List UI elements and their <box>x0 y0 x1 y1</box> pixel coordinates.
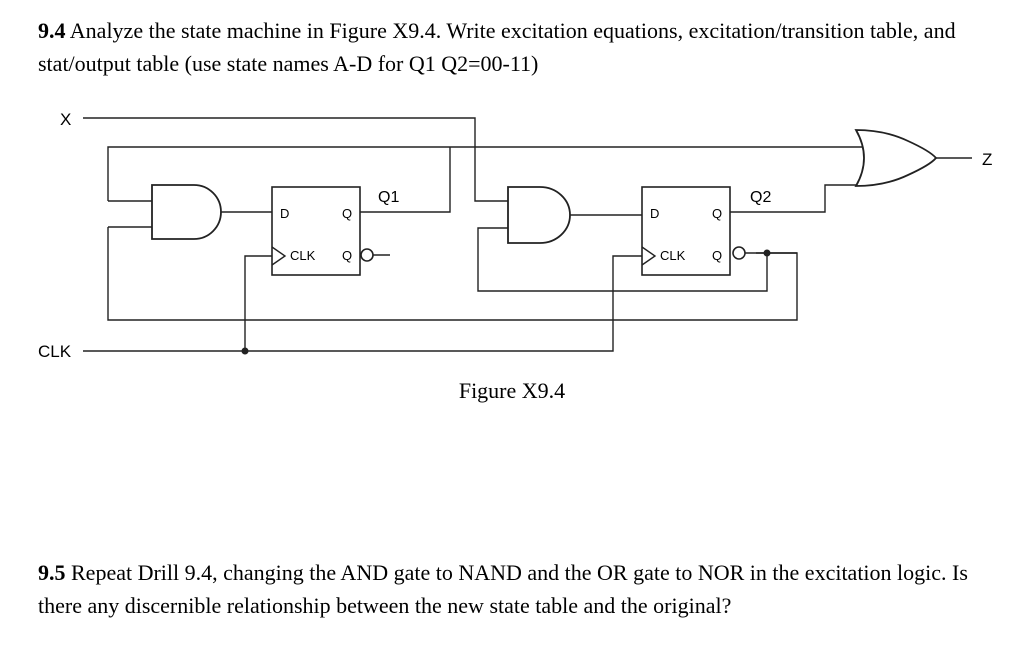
and-gate <box>151 184 222 240</box>
ff2-q-label: Q <box>712 206 722 221</box>
figure-caption: Figure X9.4 <box>458 378 566 403</box>
and-gate-2 <box>507 186 571 244</box>
problem-text: Repeat Drill 9.4, changing the AND gate … <box>38 560 968 618</box>
ff1-name-label: Q1 <box>378 189 399 206</box>
problem-number: 9.5 <box>38 560 66 585</box>
q2-feedback-to-and <box>107 146 450 201</box>
q1-output-wire <box>360 147 451 213</box>
ff1-q-label: Q <box>342 206 352 221</box>
ff1-clk-label: CLK <box>290 248 316 263</box>
problem-text: Analyze the state machine in Figure X9.4… <box>38 18 956 76</box>
z-output-label: Z <box>982 150 992 169</box>
ff2-name-label: Q2 <box>750 189 771 206</box>
ff1-qbar-bubble <box>360 248 374 262</box>
x-wire <box>83 117 510 202</box>
or-gate <box>854 129 938 187</box>
flipflop-2 <box>641 186 731 276</box>
q2bar-loop-to-and2 <box>477 227 768 292</box>
ff2-d-label: D <box>650 206 659 221</box>
clk-junction-dot <box>241 347 249 355</box>
q2-output-to-or <box>730 184 860 213</box>
ff2-clk-label: CLK <box>660 248 686 263</box>
ff2-clock-triangle <box>641 246 657 266</box>
ff2-qbar-label: Q <box>712 248 722 263</box>
ff1-d-label: D <box>280 206 289 221</box>
ff2-qbar-junction-dot <box>763 249 771 257</box>
problem-9-5: 9.5 Repeat Drill 9.4, changing the AND g… <box>38 556 1008 622</box>
flipflop-1 <box>271 186 361 276</box>
ff1-qbar-label: Q <box>342 248 352 263</box>
problem-9-4: 9.4 Analyze the state machine in Figure … <box>38 14 1008 80</box>
x-input-label: X <box>60 110 71 129</box>
ff1-clock-triangle <box>271 246 287 266</box>
ff2-qbar-bubble <box>732 246 746 260</box>
problem-number: 9.4 <box>38 18 66 43</box>
clk-input-label: CLK <box>38 342 72 361</box>
clk-wire <box>83 255 642 352</box>
clk-branch-ff1 <box>244 255 272 351</box>
